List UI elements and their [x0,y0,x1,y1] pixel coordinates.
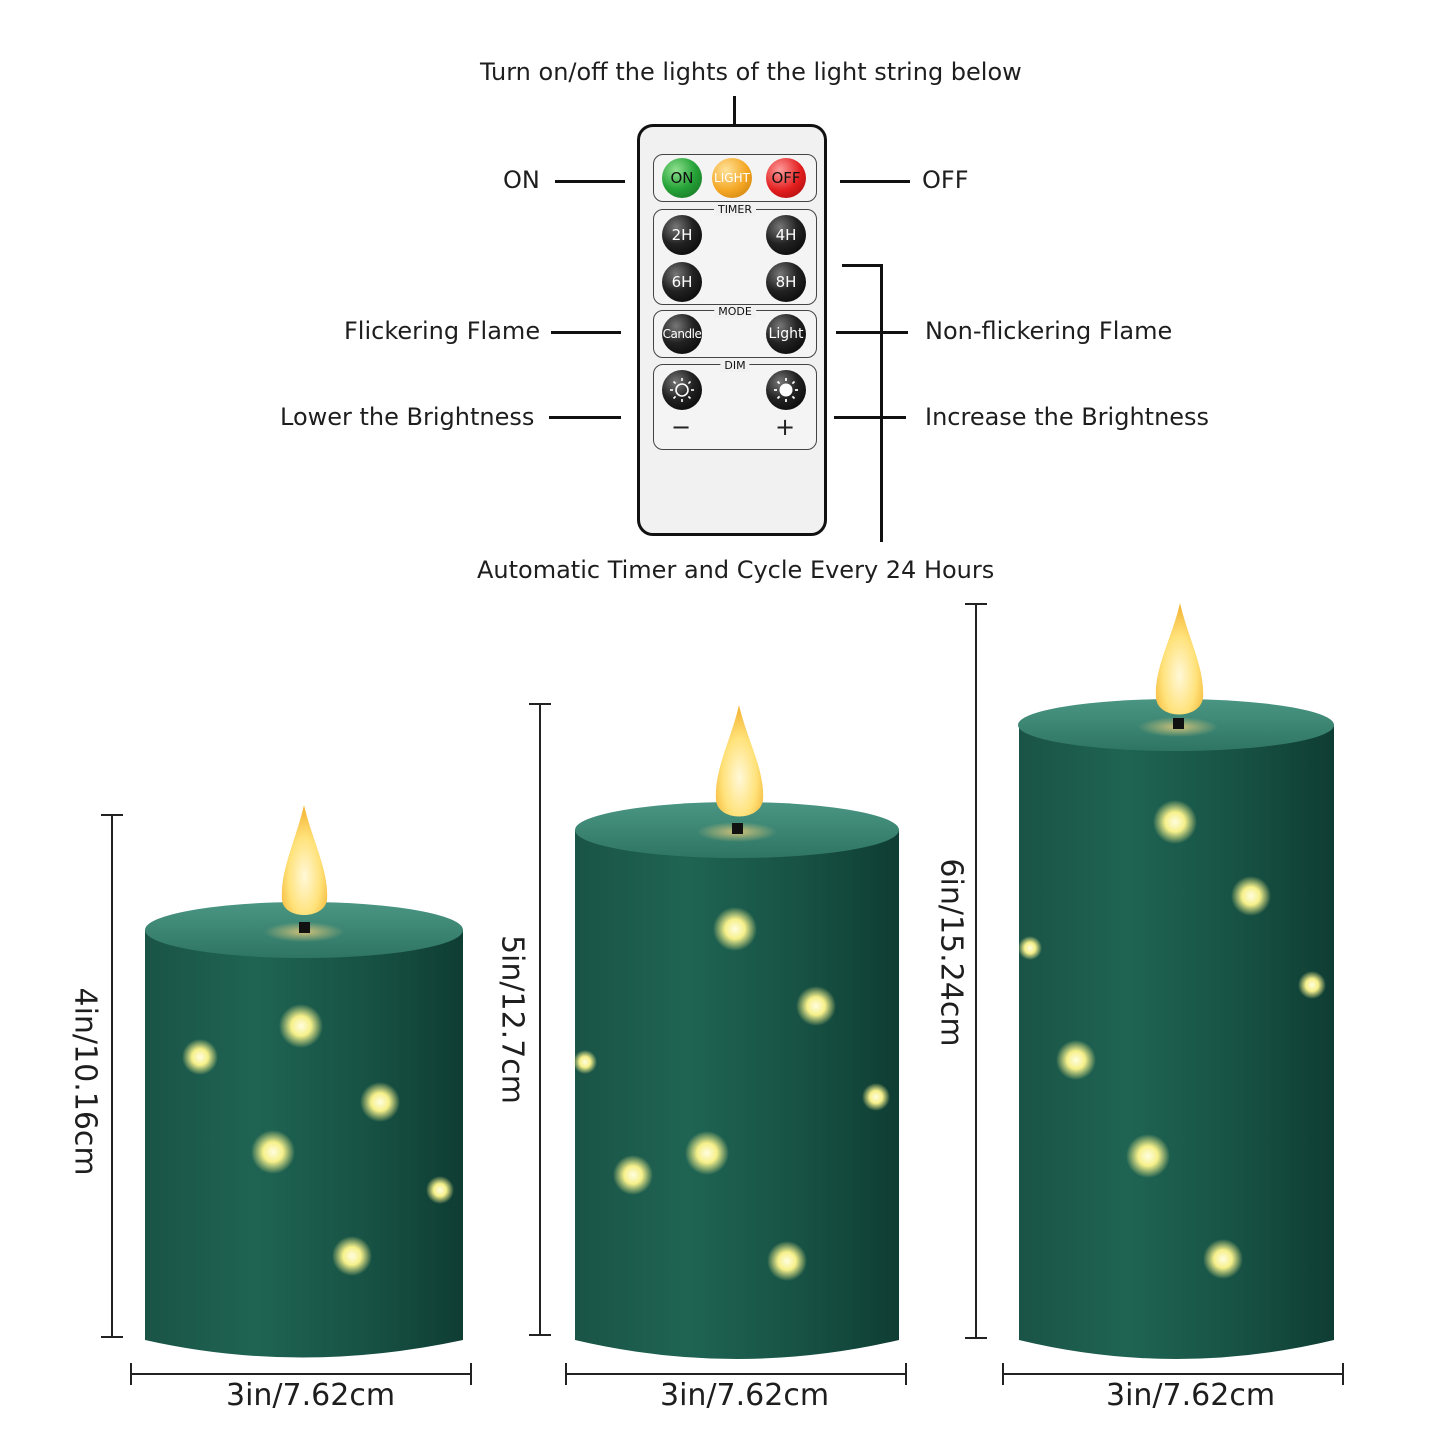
power-panel: ON LIGHT OFF [653,154,817,202]
candle-small-width-label: 3in/7.62cm [226,1378,396,1413]
sun-filled-icon [774,378,798,402]
dim-down-button[interactable] [662,370,702,410]
dim-panel: − + [653,364,817,450]
candle-small-height-label: 4in/10.16cm [67,987,103,1176]
candle-small [145,805,463,1358]
off-leader-line [840,180,910,183]
flicker-leader-line [551,331,621,334]
mode-panel: Candle Light [653,310,817,358]
off-button[interactable]: OFF [766,158,806,198]
on-label: ON [503,166,540,194]
timer-note-label: Automatic Timer and Cycle Every 24 Hours [477,556,995,584]
increase-brightness-label: Increase the Brightness [925,403,1210,431]
lower-leader-line [549,416,621,419]
minus-sign: − [671,413,692,441]
mode-candle-button[interactable]: Candle [662,314,702,354]
off-label: OFF [922,166,969,194]
remote-top-label: Turn on/off the lights of the light stri… [480,58,1022,86]
width-dimension-lines [130,1363,1344,1385]
mode-light-button[interactable]: Light [766,314,806,354]
candle-medium [573,705,899,1359]
timer-4h-button[interactable]: 4H [766,215,806,255]
remote-control: ON LIGHT OFF 2H 4H 6H 8H TIMER Candle Li… [637,124,827,536]
timer-vertical-line [880,264,883,542]
lower-brightness-label: Lower the Brightness [280,403,535,431]
on-leader-line [555,180,625,183]
candle-medium-height-label: 5in/12.7cm [494,934,530,1105]
candle-medium-width-label: 3in/7.62cm [660,1378,830,1413]
timer-section-label: TIMER [713,204,757,216]
sun-outline-icon [670,378,694,402]
candle-large-height-label: 6in/15.24cm [933,858,969,1047]
timer-8h-button[interactable]: 8H [766,262,806,302]
timer-panel: 2H 4H 6H 8H [653,209,817,305]
light-button[interactable]: LIGHT [712,158,752,198]
candle-large-width-label: 3in/7.62cm [1106,1378,1276,1413]
flicker-label: Flickering Flame [344,317,541,345]
candle-large [1018,603,1334,1359]
on-button[interactable]: ON [662,158,702,198]
timer-leader-line [842,264,880,267]
dim-up-button[interactable] [766,370,806,410]
dim-section-label: DIM [720,360,750,372]
increase-leader-line [834,416,906,419]
height-dimension-lines [101,603,987,1339]
mode-section-label: MODE [714,306,756,318]
timer-6h-button[interactable]: 6H [662,262,702,302]
nonflicker-label: Non-flickering Flame [925,317,1173,345]
nonflicker-leader-line [836,331,908,334]
timer-2h-button[interactable]: 2H [662,215,702,255]
plus-sign: + [775,413,796,441]
top-leader-line [733,96,736,126]
